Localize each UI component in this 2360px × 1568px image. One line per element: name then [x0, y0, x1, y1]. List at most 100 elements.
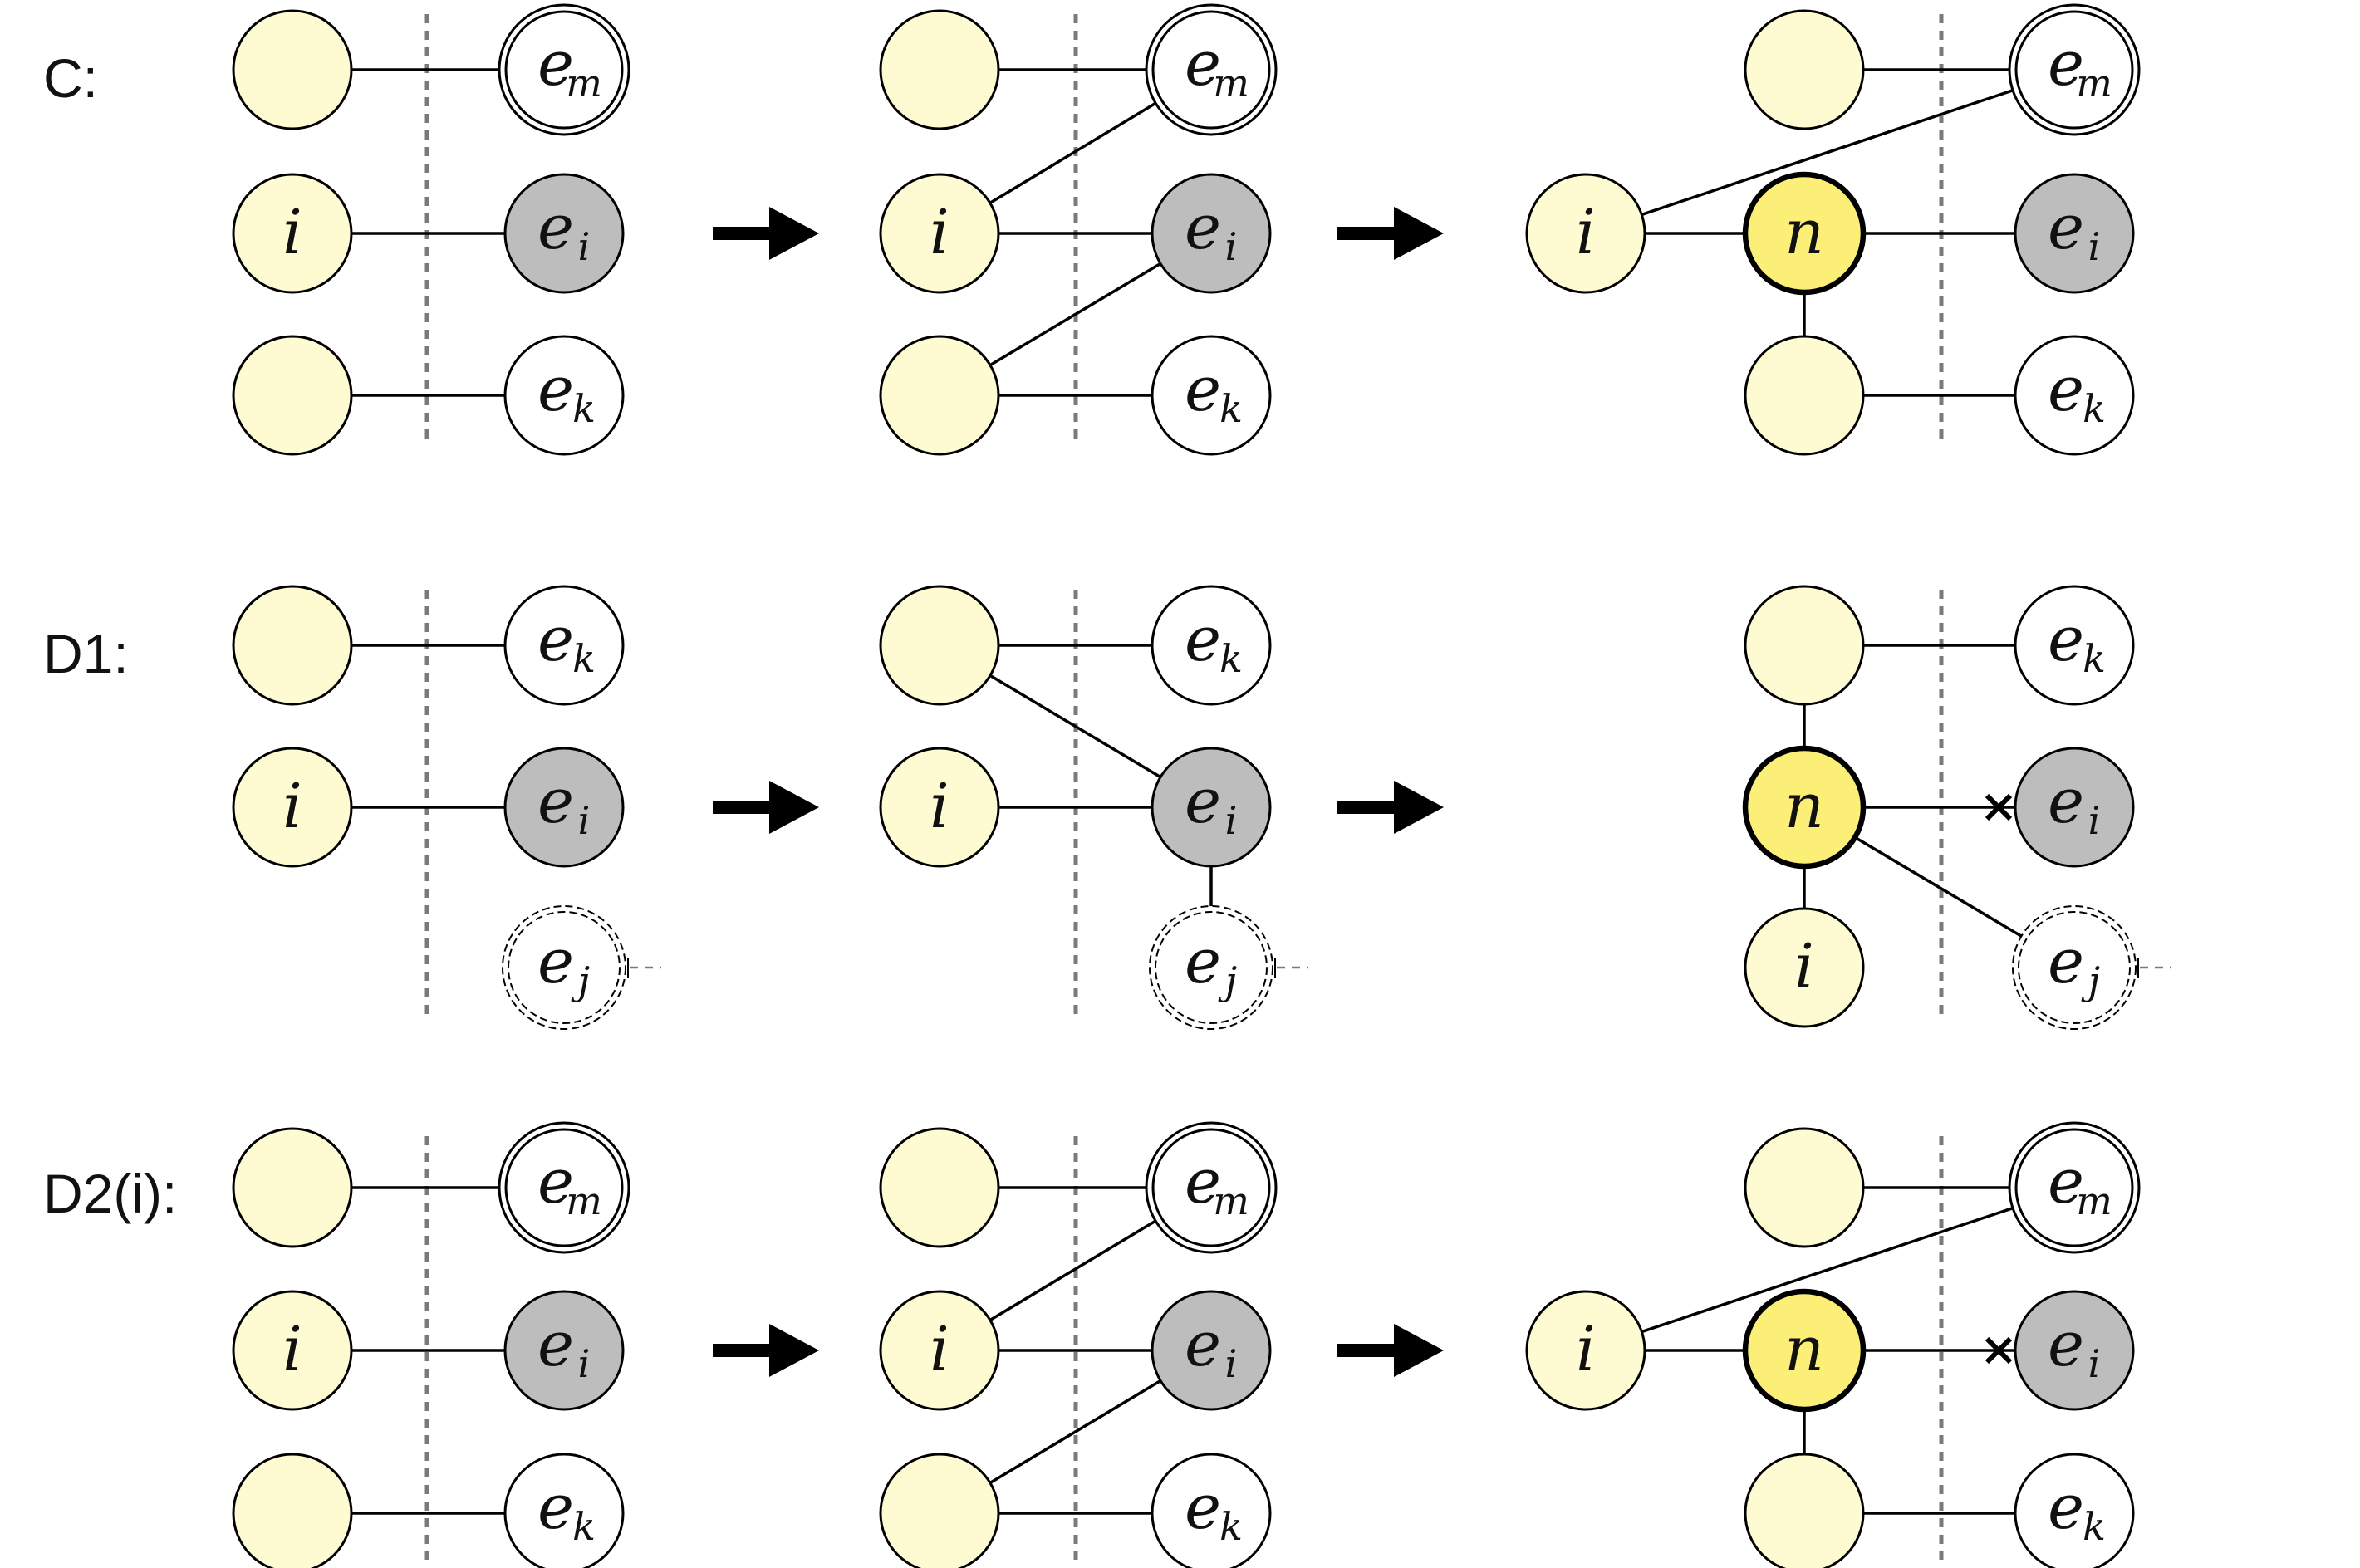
node-label: i	[282, 197, 302, 268]
node-em: em	[1145, 1121, 1278, 1254]
node-i: i	[1744, 907, 1865, 1028]
node-subscript: i	[2088, 798, 2101, 843]
node-label: e	[1185, 354, 1221, 425]
node-label: n	[1784, 197, 1824, 268]
node-label: e	[1185, 192, 1221, 263]
node-ek: ek	[1151, 335, 1272, 456]
node-ek: ek	[503, 585, 625, 706]
node-t1	[879, 585, 1000, 706]
node-t1	[1744, 585, 1865, 706]
node-em: em	[2008, 1121, 2141, 1254]
edge-n-ej	[1854, 835, 2024, 939]
node-t1	[232, 585, 353, 706]
node-t1	[1744, 9, 1865, 130]
node-subscript: m	[2076, 61, 2112, 105]
node-i: i	[879, 1290, 1000, 1411]
node-label: i	[930, 1314, 949, 1385]
edge-i-em	[989, 99, 1162, 204]
node-label: e	[2048, 1309, 2084, 1380]
node-n: n	[1742, 171, 1867, 296]
node-i: i	[879, 747, 1000, 868]
node-subscript: k	[572, 386, 596, 431]
node-label: e	[537, 354, 574, 425]
node-i: i	[879, 173, 1000, 294]
node-em: em	[498, 1121, 630, 1254]
node-subscript: m	[1213, 1178, 1249, 1223]
node-t1	[879, 9, 1000, 130]
node-label: n	[1784, 1314, 1824, 1385]
node-t1	[232, 9, 353, 130]
node-em: em	[1145, 3, 1278, 136]
transition-arrow-icon	[713, 1324, 819, 1377]
node-label: e	[2048, 354, 2084, 425]
node-em: em	[498, 3, 630, 136]
node-label: e	[537, 1309, 574, 1380]
transition-arrow-icon	[1337, 207, 1444, 260]
node-subscript: i	[1225, 798, 1238, 843]
node-i: i	[1525, 1290, 1646, 1411]
node-i: i	[1525, 173, 1646, 294]
node-t3	[1744, 1453, 1865, 1568]
edge-t1-ei	[989, 674, 1161, 779]
node-label: e	[2048, 28, 2084, 100]
node-subscript: m	[566, 1178, 602, 1223]
node-label: i	[1576, 197, 1596, 268]
node-ek: ek	[1151, 585, 1272, 706]
node-subscript: k	[572, 636, 596, 681]
transition-arrow-icon	[1337, 1324, 1444, 1377]
node-t3	[879, 1453, 1000, 1568]
node-label: n	[1784, 771, 1824, 842]
node-label: e	[2048, 1146, 2084, 1218]
node-subscript: k	[1219, 636, 1243, 681]
node-i: i	[232, 1290, 353, 1411]
transition-arrow-icon	[713, 781, 819, 834]
node-subscript: k	[2083, 636, 2106, 681]
cut-mark-icon	[1985, 1336, 2013, 1365]
node-subscript: i	[1225, 1341, 1238, 1386]
node-t3	[879, 335, 1000, 456]
node-subscript: i	[2088, 1341, 2101, 1386]
node-subscript: k	[2083, 1504, 2106, 1549]
node-label: e	[537, 28, 574, 100]
edge-i-em	[989, 1217, 1162, 1321]
node-ek: ek	[2014, 335, 2135, 456]
node-em: em	[2008, 3, 2141, 136]
node-subscript: m	[2076, 1178, 2112, 1223]
node-ek: ek	[2014, 585, 2135, 706]
node-subscript: k	[1219, 1504, 1243, 1549]
node-subscript: i	[578, 1341, 591, 1386]
edge-t3-ei	[989, 262, 1161, 367]
node-label: e	[1185, 766, 1221, 837]
node-n: n	[1742, 1288, 1867, 1413]
edge-i-em	[1641, 86, 2019, 217]
row-label: C:	[43, 47, 98, 109]
node-subscript: i	[1225, 224, 1238, 269]
edge-i-em	[1641, 1204, 2019, 1334]
node-ek: ek	[503, 1453, 625, 1568]
node-t3	[232, 335, 353, 456]
node-label: i	[282, 771, 302, 842]
node-label: e	[537, 766, 574, 837]
node-subscript: k	[572, 1504, 596, 1549]
node-ek: ek	[2014, 1453, 2135, 1568]
node-label: i	[930, 771, 949, 842]
node-label: e	[2048, 926, 2084, 997]
node-subscript: k	[2083, 386, 2106, 431]
